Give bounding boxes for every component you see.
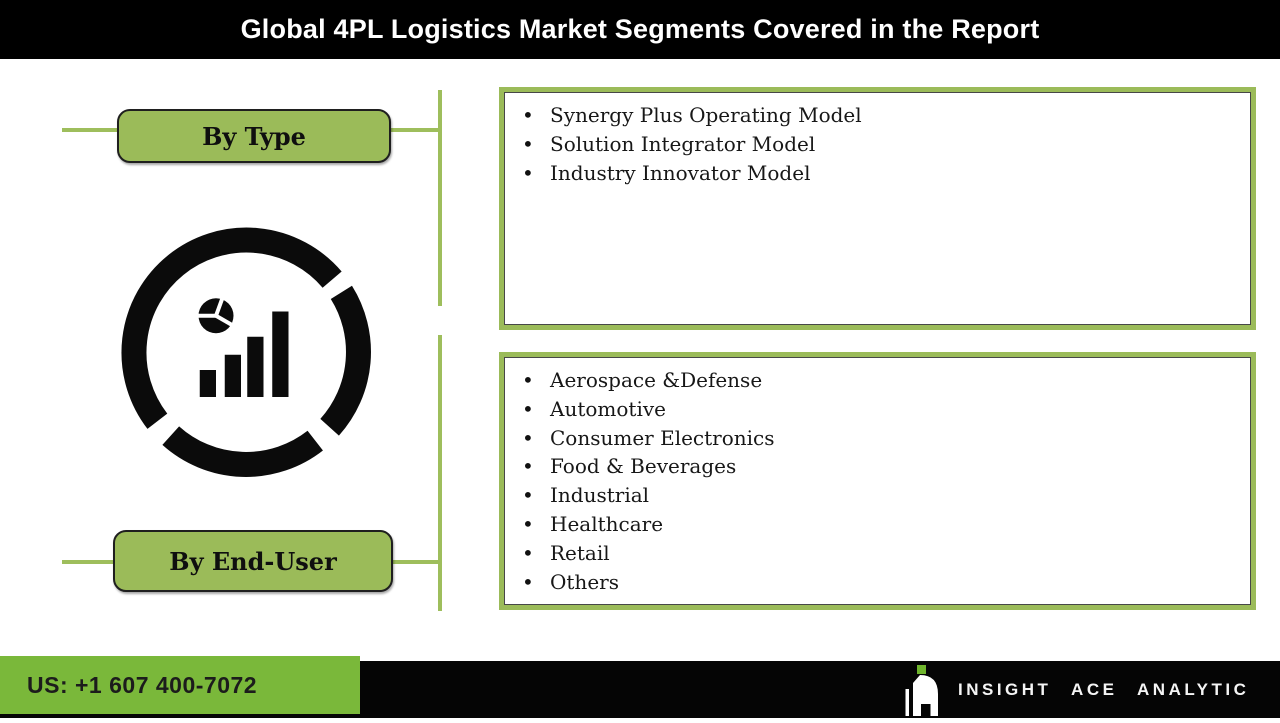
by-type-list: Synergy Plus Operating Model Solution In… [504,101,1251,187]
list-item: Food & Beverages [514,452,1251,481]
list-item: Industrial [514,481,1251,510]
by-type-label: By Type [202,121,306,151]
by-end-user-button: By End-User [113,530,393,592]
list-item: Aerospace &Defense [514,366,1251,395]
list-item: Healthcare [514,510,1251,539]
list-item: Consumer Electronics [514,424,1251,453]
phone-banner: US: +1 607 400-7072 [0,656,360,714]
list-item: Industry Innovator Model [514,159,1251,188]
by-end-user-label: By End-User [169,546,337,576]
phone-number: US: +1 607 400-7072 [27,671,258,698]
list-item: Retail [514,539,1251,568]
connector-line-enduser-right [393,560,438,564]
connector-line-type-vertical [438,90,442,306]
list-item: Automotive [514,395,1251,424]
by-end-user-list: Aerospace &Defense Automotive Consumer E… [504,366,1251,596]
connector-line-type-right [391,128,439,132]
connector-line-enduser-vertical [438,335,442,611]
list-item: Others [514,568,1251,597]
by-type-button: By Type [117,109,391,163]
by-type-segments-box: Synergy Plus Operating Model Solution In… [499,87,1256,330]
connector-line-type-left [62,128,117,132]
market-analysis-chart-icon [121,227,371,477]
brand-name: INSIGHT ACE ANALYTIC [958,679,1250,699]
page-title: Global 4PL Logistics Market Segments Cov… [240,14,1040,44]
list-item: Synergy Plus Operating Model [514,101,1251,130]
header-bar: Global 4PL Logistics Market Segments Cov… [0,0,1280,59]
list-item: Solution Integrator Model [514,130,1251,159]
by-end-user-segments-box: Aerospace &Defense Automotive Consumer E… [499,352,1256,610]
insight-ace-logo-icon [903,662,949,718]
connector-line-enduser-left [62,560,117,564]
